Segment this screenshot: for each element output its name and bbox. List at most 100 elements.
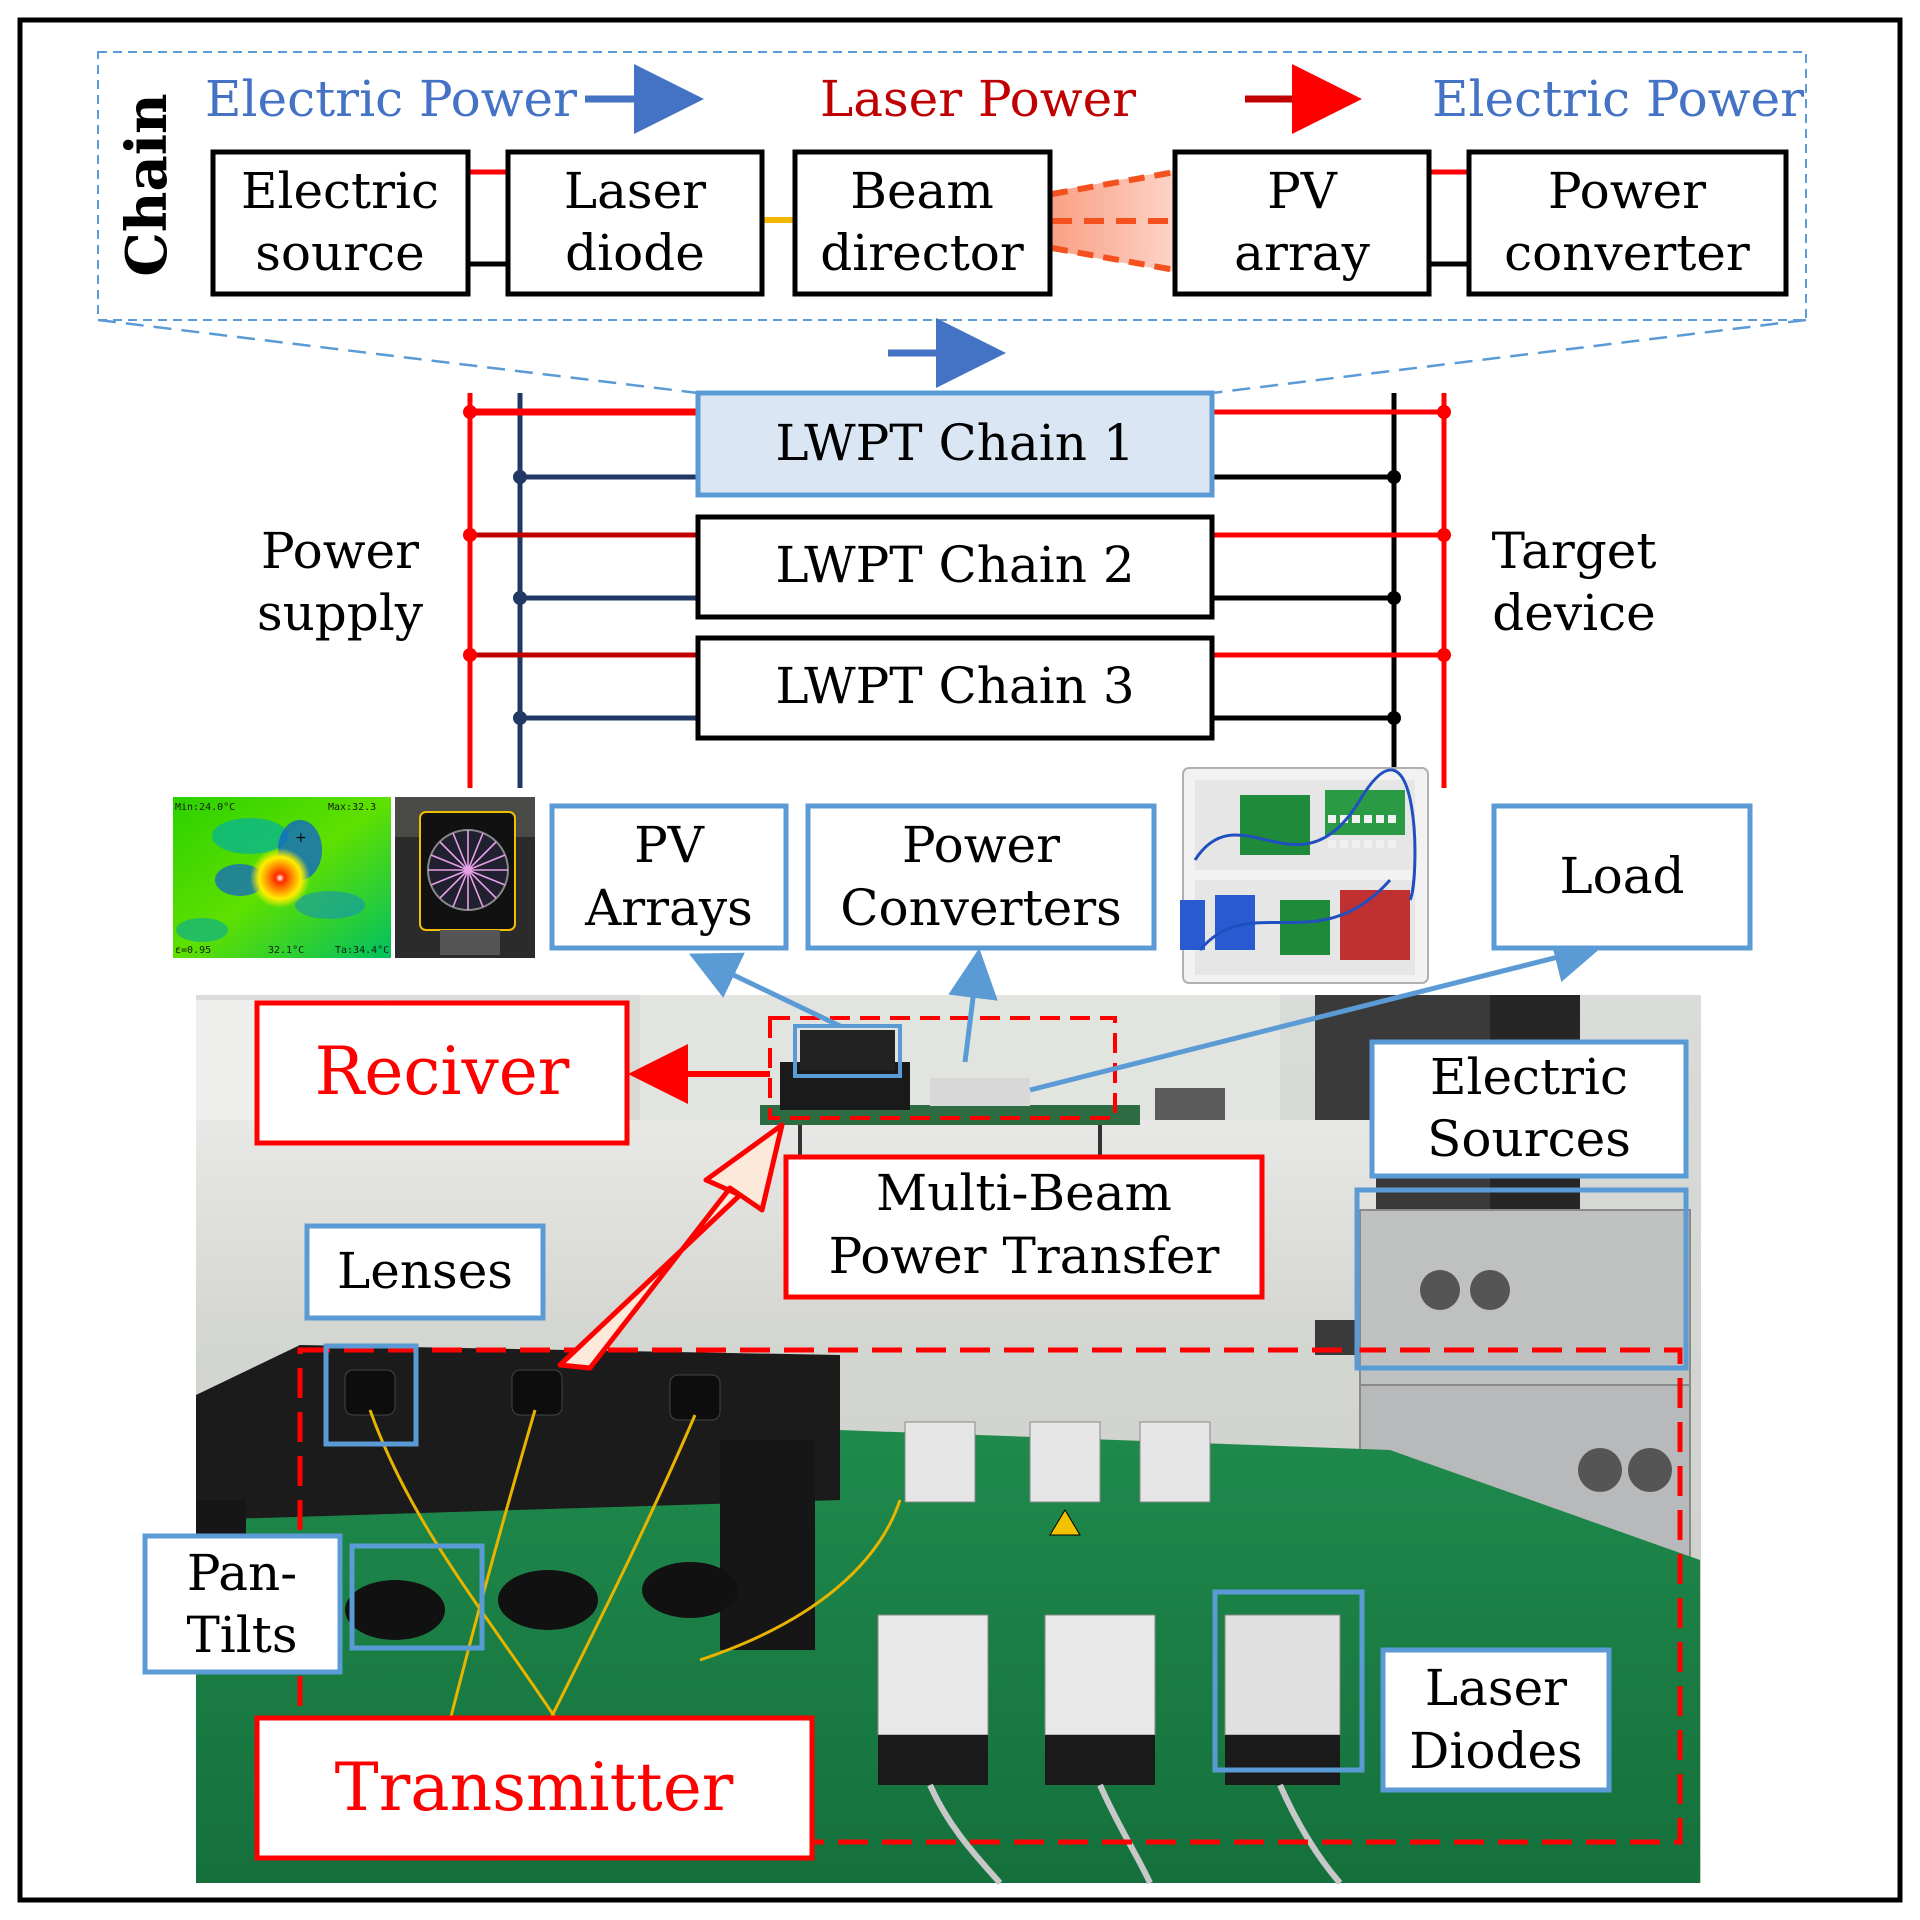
laser-diode-module [1224, 1614, 1341, 1736]
callout-pan-tilts: Pan- Tilts [142, 1533, 343, 1675]
block-label-line1: PV [1267, 162, 1338, 220]
lens-mount [344, 1369, 396, 1416]
callout-multi-beam: Multi-Beam Power Transfer [783, 1154, 1265, 1300]
chain-detail-panel: Chain Electric Power Laser Power Electri… [97, 51, 1807, 321]
junction-dot [463, 528, 477, 542]
callout-text: Laser [1425, 1659, 1567, 1717]
lwpt-chain-3: LWPT Chain 3 [695, 635, 1215, 741]
block-label-line1: Beam [850, 162, 994, 220]
fiber [438, 1409, 537, 1761]
junction-dot [463, 648, 477, 662]
module-base [1045, 1735, 1155, 1785]
fan-icon [1470, 1270, 1510, 1310]
power-supply-label: Power [261, 522, 419, 580]
junction-dot [513, 711, 527, 725]
converter-device [930, 1078, 1030, 1106]
junction-dot [513, 470, 527, 484]
thermal-center: 32.1°C [268, 945, 304, 956]
block-label-line1: Power [1548, 162, 1706, 220]
lwpt-chain-2: LWPT Chain 2 [695, 514, 1215, 620]
power-supply-label: supply [257, 584, 424, 642]
junction-dot [1387, 591, 1401, 605]
junction-dot [1387, 711, 1401, 725]
callout-text: Power Transfer [829, 1227, 1220, 1285]
callout-receiver: Reciver [254, 1000, 630, 1146]
block-label-line2: converter [1504, 224, 1750, 282]
block-label-line2: director [820, 224, 1024, 282]
arrow-to-load [1029, 933, 1604, 1093]
block-power-converter: Power converter [1466, 149, 1789, 297]
lenses-highlight [323, 1343, 419, 1447]
module-base [878, 1735, 988, 1785]
callout-text: Pan- [187, 1544, 297, 1602]
callout-load: Load [1491, 803, 1753, 951]
callout-laser-diodes: Laser Diodes [1380, 1647, 1612, 1793]
module-base [1225, 1735, 1340, 1785]
arrow-to-pv-arrays [688, 952, 842, 1029]
fan-icon [1420, 1270, 1460, 1310]
block-beam-director: Beam director [792, 149, 1053, 297]
flow-label-electric-left: Electric Power [205, 70, 577, 128]
callout-text: PV [634, 816, 705, 874]
laser-diode-module [1139, 1421, 1211, 1503]
thermal-image: Min:24.0°C Max:32.3 ε=0.95 32.1°C Ta:34.… [173, 797, 391, 958]
callout-text: Sources [1427, 1110, 1631, 1168]
pv-panel-device [800, 1030, 895, 1070]
chain-label: LWPT Chain 1 [775, 414, 1134, 472]
callout-transmitter: Transmitter [254, 1715, 815, 1861]
bench-leg [720, 1440, 815, 1650]
flow-label-laser: Laser Power [820, 70, 1136, 128]
callout-text: Multi-Beam [876, 1164, 1172, 1222]
junction-dot [1437, 528, 1451, 542]
beam-edge-top [1051, 169, 1176, 197]
crosshair-icon: + [295, 830, 307, 846]
power-cabinet [1359, 1209, 1691, 1386]
fiber [699, 1499, 902, 1662]
block-label-line1: Laser [564, 162, 706, 220]
callout-text: Load [1559, 847, 1684, 905]
callout-text: Reciver [315, 1033, 570, 1110]
system-bus-diagram: LWPT Chain 1 LWPT Chain 2 LWPT Chain 3 P… [257, 390, 1657, 788]
block-label-line2: diode [565, 224, 705, 282]
callout-text: Power [902, 816, 1060, 874]
thermal-hotspot [250, 848, 310, 908]
flow-label-electric-right: Electric Power [1432, 70, 1804, 128]
pan-tilts-highlight [349, 1543, 485, 1651]
chain-label: LWPT Chain 3 [775, 657, 1134, 715]
multi-beam-transfer-arrow [557, 1122, 785, 1371]
zoom-line-right [1211, 318, 1807, 395]
junction-dot [513, 591, 527, 605]
block-label-line2: array [1234, 224, 1370, 282]
cable [1277, 1783, 1343, 1885]
laser-diode-module [1044, 1614, 1156, 1736]
target-device-label: Target [1492, 522, 1657, 580]
chain-detail-dashed-box [97, 51, 1807, 321]
callout-text: Arrays [584, 879, 753, 937]
laser-beam [1050, 170, 1175, 272]
target-device-label: device [1492, 584, 1655, 642]
callout-text: Tilts [186, 1606, 297, 1664]
callout-text: Converters [840, 879, 1122, 937]
block-pv-array: PV array [1172, 149, 1432, 297]
junction-dot [1437, 648, 1451, 662]
pan-tilt [345, 1580, 445, 1640]
block-laser-diode: Laser diode [505, 149, 765, 297]
callout-pv-arrays: PV Arrays [549, 803, 789, 951]
laser-diodes-highlight [1212, 1589, 1365, 1773]
thermal-emissivity: ε=0.95 [175, 945, 211, 956]
cable [927, 1783, 1003, 1885]
callout-text: Diodes [1409, 1722, 1582, 1780]
block-label-line1: Electric [241, 162, 439, 220]
beam-edge-bottom [1051, 245, 1176, 273]
block-label-line2: source [255, 224, 424, 282]
pan-tilt [498, 1570, 598, 1630]
chain-label: LWPT Chain 2 [775, 536, 1134, 594]
thermal-max: Max:32.3 [328, 802, 376, 813]
pan-tilt [642, 1562, 738, 1618]
warning-sign-icon [1049, 1509, 1081, 1536]
laser-diode-module [1029, 1421, 1101, 1503]
lens-mount [669, 1374, 721, 1421]
lens-mount [511, 1369, 563, 1416]
junction-dot [463, 405, 477, 419]
zoom-line-left [97, 318, 699, 395]
